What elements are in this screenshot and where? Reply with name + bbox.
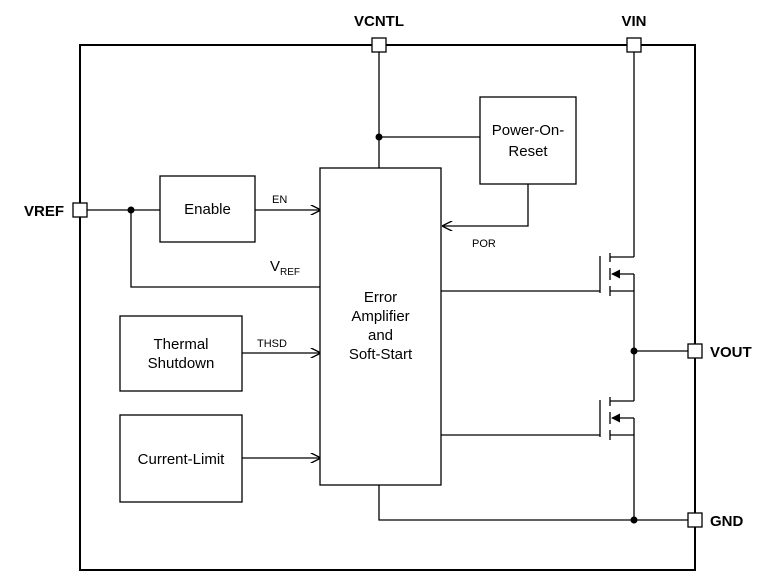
gnd-pin [687, 512, 703, 528]
vout-pin-label: VOUT [710, 344, 752, 361]
error-amp-label-1: Error [364, 289, 397, 306]
thermal-shutdown-block [119, 315, 243, 392]
power-on-reset-block [479, 96, 577, 185]
error-amp-label-4: Soft-Start [349, 346, 413, 363]
gnd-pin-label: GND [710, 513, 744, 530]
error-amplifier-block [319, 167, 442, 486]
error-amp-label-2: Amplifier [351, 308, 409, 325]
low-side-mosfet [599, 397, 634, 440]
enable-block [159, 175, 256, 243]
vref-internal-wire [130, 210, 320, 288]
error-amp-label-3: and [368, 327, 393, 344]
junction-dot [630, 347, 638, 355]
chip-boundary [79, 44, 696, 571]
current-limit-block [119, 414, 243, 503]
thsd-signal-label: THSD [257, 338, 287, 350]
power-on-reset-label-2: Reset [508, 143, 548, 160]
por-signal-label: POR [472, 238, 496, 250]
vout-pin [687, 343, 703, 359]
por-wire [443, 184, 529, 226]
current-limit-label: Current-Limit [138, 451, 226, 468]
vcntl-pin-label: VCNTL [354, 13, 404, 30]
vref-signal-label: VREF [270, 258, 300, 278]
junction-dot [630, 516, 638, 524]
en-signal-label: EN [272, 194, 287, 206]
thermal-label-2: Shutdown [148, 355, 215, 372]
vin-pin-label: VIN [621, 13, 646, 30]
enable-label: Enable [184, 201, 231, 218]
gnd-wire [378, 485, 688, 521]
high-side-mosfet [599, 253, 634, 296]
vin-pin [626, 37, 642, 53]
vcntl-pin [371, 37, 387, 53]
vref-pin-label: VREF [24, 203, 64, 220]
thermal-label-1: Thermal [153, 336, 208, 353]
power-on-reset-label-1: Power-On- [492, 122, 565, 139]
junction-dot [375, 133, 383, 141]
vref-pin [72, 202, 88, 218]
